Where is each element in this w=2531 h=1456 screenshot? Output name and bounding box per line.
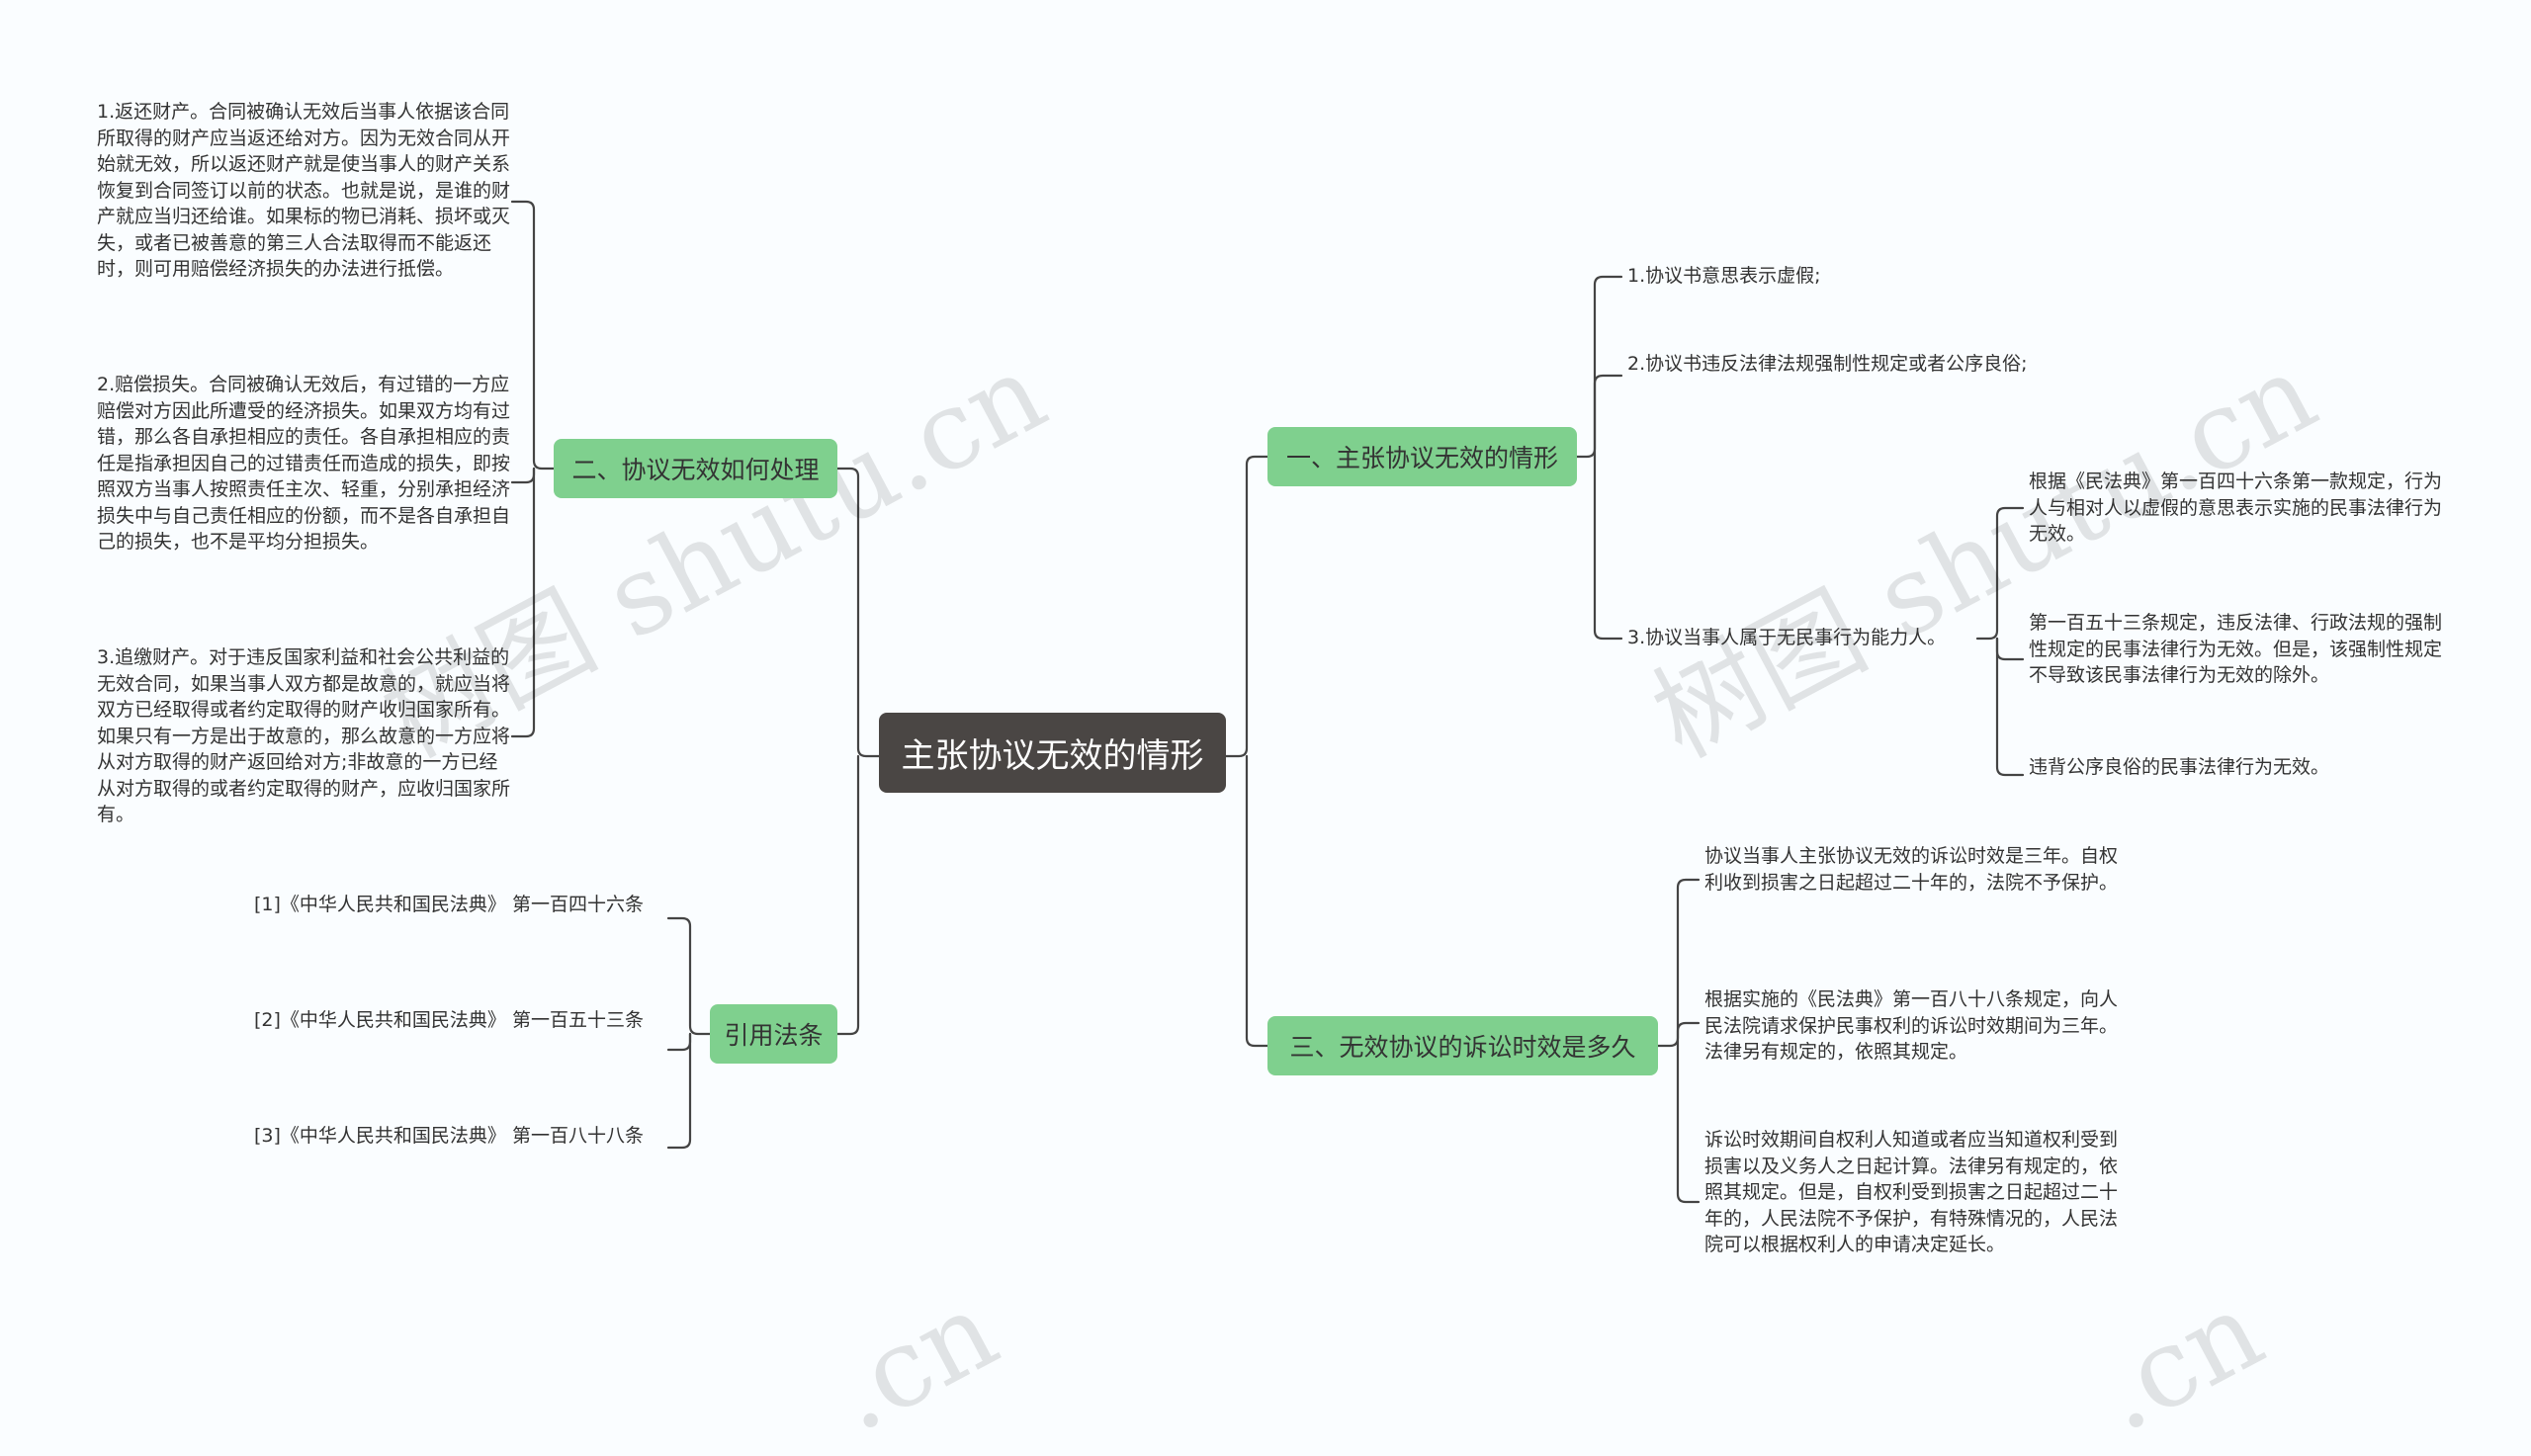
leaf-false-intent[interactable]: 1.协议书意思表示虚假; [1627,265,1821,287]
branch-how-to-handle-invalid-agreement[interactable]: 二、协议无效如何处理 [554,439,837,498]
leaf-return-property[interactable]: 1.返还财产。合同被确认无效后当事人依据该合同所取得的财产应当返还给对方。因为无… [97,101,511,280]
leaf-article-188[interactable]: 根据实施的《民法典》第一百八十八条规定，向人民法院请求保护民事权利的诉讼时效期间… [1704,988,2119,1063]
root-topic[interactable]: 主张协议无效的情形 [879,713,1226,793]
branch-limitation-period[interactable]: 三、无效协议的诉讼时效是多久 [1267,1016,1658,1075]
leaf-compensate-losses[interactable]: 2.赔偿损失。合同被确认无效后，有过错的一方应赔偿对方因此所遭受的经济损失。如果… [97,374,511,553]
sub-leaf-article-146[interactable]: 根据《民法典》第一百四十六条第一款规定，行为人与相对人以虚假的意思表示实施的民事… [2029,471,2443,545]
sub-leaf-article-153[interactable]: 第一百五十三条规定，违反法律、行政法规的强制性规定的民事法律行为无效。但是，该强… [2029,612,2443,686]
leaf-incapacity[interactable]: 3.协议当事人属于无民事行为能力人。 [1627,627,1947,648]
citation-article-146[interactable]: [1]《中华人民共和国民法典》 第一百四十六条 [254,894,644,915]
branch-invalid-agreement-situations[interactable]: 一、主张协议无效的情形 [1267,427,1577,486]
citation-article-153[interactable]: [2]《中华人民共和国民法典》 第一百五十三条 [254,1009,644,1031]
citation-article-188[interactable]: [3]《中华人民共和国民法典》 第一百八十八条 [254,1125,644,1147]
leaf-three-year-limitation[interactable]: 协议当事人主张协议无效的诉讼时效是三年。自权利收到损害之日起超过二十年的，法院不… [1704,845,2119,894]
connector-lines [510,200,2025,1204]
branch-cited-statutes[interactable]: 引用法条 [710,1004,837,1064]
leaf-recover-property[interactable]: 3.追缴财产。对于违反国家利益和社会公共利益的无效合同，如果当事人双方都是故意的… [97,646,511,825]
sub-leaf-public-order[interactable]: 违背公序良俗的民事法律行为无效。 [2029,756,2330,778]
leaf-limitation-start[interactable]: 诉讼时效期间自权利人知道或者应当知道权利受到损害以及义务人之日起计算。法律另有规… [1704,1129,2119,1255]
leaf-violates-mandatory-law[interactable]: 2.协议书违反法律法规强制性规定或者公序良俗; [1627,353,2028,375]
